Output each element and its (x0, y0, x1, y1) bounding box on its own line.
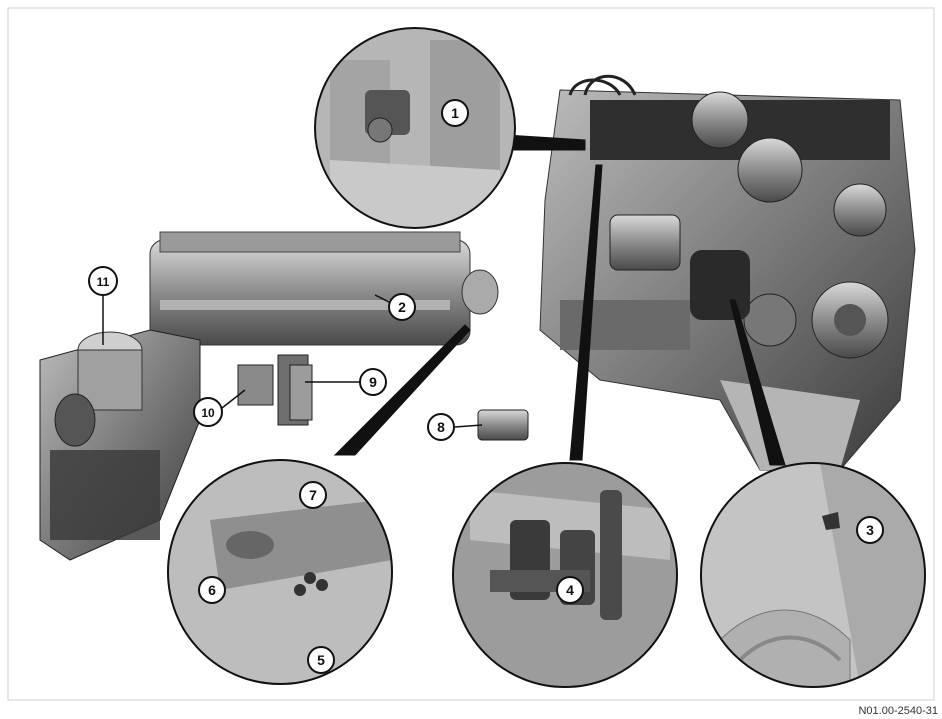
valve-components-9-10 (237, 354, 313, 426)
svg-text:10: 10 (201, 406, 215, 420)
callout-3: 3 (856, 516, 884, 544)
svg-text:2: 2 (398, 299, 406, 315)
callout-5: 5 (307, 646, 335, 674)
detail-circle-4 (452, 462, 678, 688)
reservoir-component (39, 329, 201, 561)
callout-2: 2 (388, 293, 416, 321)
svg-text:5: 5 (317, 652, 325, 668)
svg-text:8: 8 (437, 419, 445, 435)
figure-reference-code: N01.00-2540-31 (858, 705, 938, 717)
callout-11: 11 (88, 266, 118, 296)
sensor-component-8 (477, 409, 529, 441)
detail-circle-5-6-7 (167, 459, 393, 685)
svg-text:4: 4 (566, 582, 574, 598)
detail-circle-3 (700, 462, 926, 688)
callout-4: 4 (556, 576, 584, 604)
detail-circle-1 (314, 27, 516, 229)
engine-block (539, 74, 916, 471)
callout-7: 7 (299, 481, 327, 509)
svg-text:7: 7 (309, 487, 317, 503)
svg-text:11: 11 (97, 275, 110, 289)
callout-10: 10 (193, 397, 223, 427)
callout-9: 9 (359, 368, 387, 396)
svg-text:9: 9 (369, 374, 377, 390)
callout-8: 8 (427, 413, 455, 441)
svg-text:1: 1 (451, 105, 459, 121)
svg-text:6: 6 (208, 582, 216, 598)
svg-text:3: 3 (866, 522, 874, 538)
callout-6: 6 (198, 576, 226, 604)
cooler-component (149, 231, 499, 346)
callout-1: 1 (441, 99, 469, 127)
